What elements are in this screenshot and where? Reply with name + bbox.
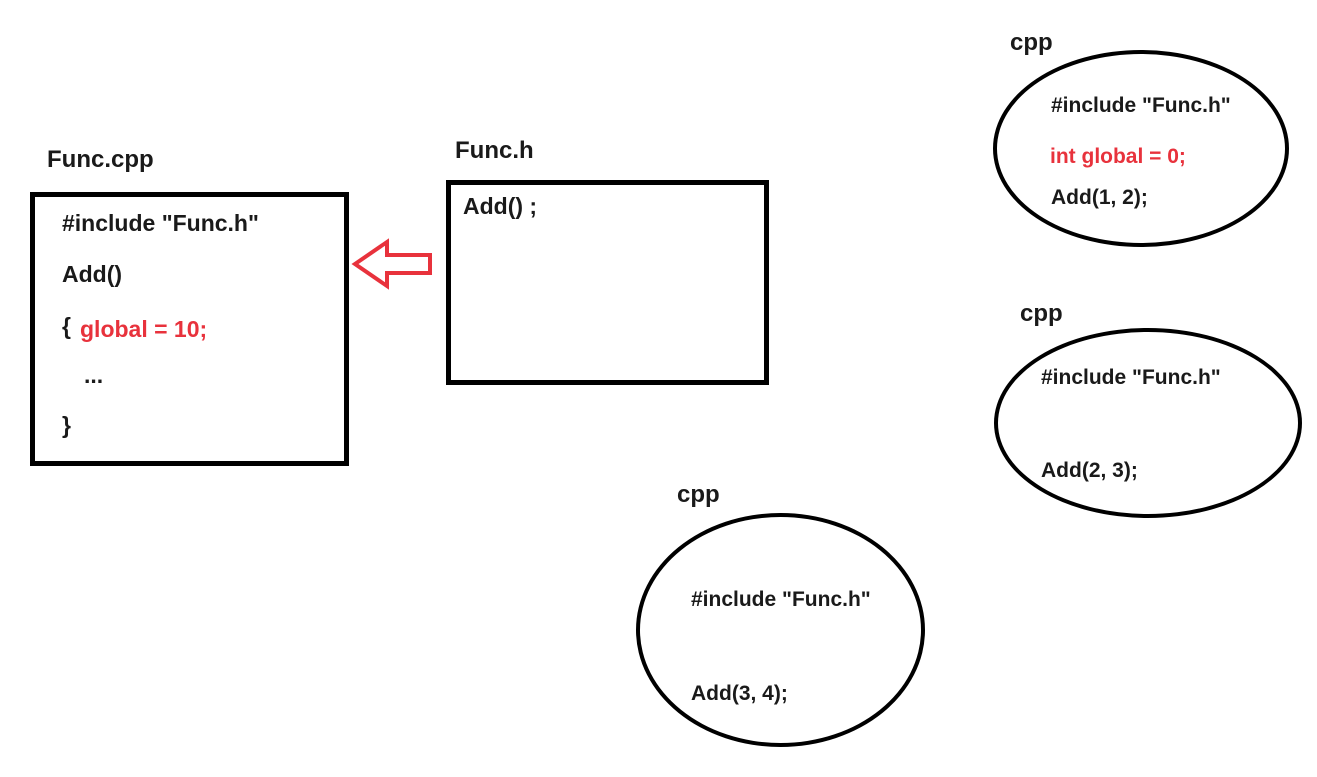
func-cpp-include-line: #include "Func.h" [62, 210, 259, 236]
func-h-title: Func.h [455, 137, 534, 164]
cpp-middle-include-line: #include "Func.h" [1041, 366, 1221, 389]
func-cpp-title: Func.cpp [47, 146, 154, 173]
func-cpp-global-assign: global = 10; [80, 316, 208, 342]
func-cpp-brace-close: } [62, 412, 71, 438]
func-cpp-brace-open: { [62, 313, 71, 339]
left-arrow-icon [351, 238, 432, 290]
cpp-bottom-title: cpp [677, 481, 720, 508]
cpp-middle-ellipse [994, 328, 1302, 518]
cpp-middle-add-call: Add(2, 3); [1041, 459, 1138, 482]
cpp-top-ellipse [993, 50, 1289, 247]
cpp-bottom-add-call: Add(3, 4); [691, 682, 788, 705]
cpp-middle-title: cpp [1020, 300, 1063, 327]
cpp-top-global-declaration: int global = 0; [1050, 145, 1186, 168]
cpp-top-title: cpp [1010, 29, 1053, 56]
cpp-bottom-ellipse [636, 513, 925, 747]
cpp-top-add-call: Add(1, 2); [1051, 186, 1148, 209]
cpp-bottom-include-line: #include "Func.h" [691, 588, 871, 611]
func-cpp-ellipsis: ... [84, 362, 104, 388]
func-h-add-declaration: Add() ; [463, 193, 538, 219]
cpp-top-include-line: #include "Func.h" [1051, 94, 1231, 117]
func-h-box [446, 180, 769, 385]
func-cpp-box [30, 192, 349, 466]
func-cpp-add-line: Add() [62, 261, 123, 287]
